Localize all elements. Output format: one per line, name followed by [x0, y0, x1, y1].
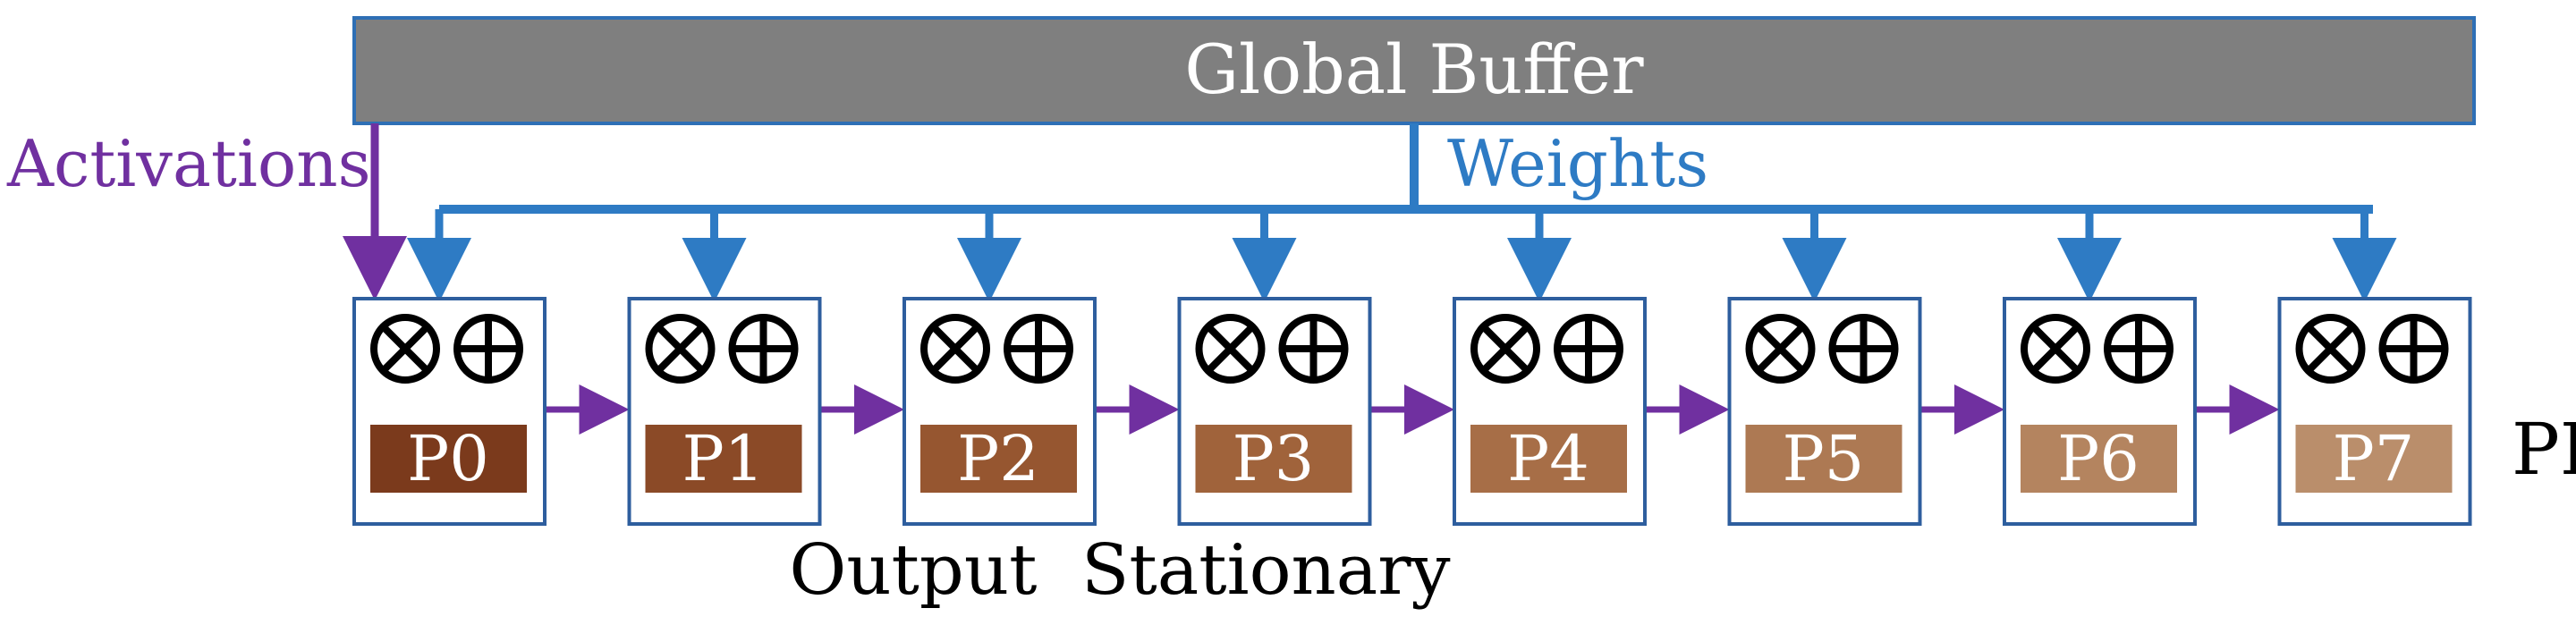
pe-label-box	[645, 425, 802, 493]
pe-label-box	[1470, 425, 1627, 493]
pe-7: P7	[2277, 297, 2472, 526]
pe-6: P6	[2003, 297, 2197, 526]
pe-name: P0	[407, 422, 489, 495]
add-icon	[1828, 314, 1899, 384]
dataflow-caption: Output Stationary	[789, 530, 1450, 611]
pe-label-box	[920, 425, 1077, 493]
multiply-icon	[645, 314, 716, 384]
multiply-icon	[920, 314, 990, 384]
pe-label-box	[1745, 425, 1902, 493]
pe-2: P2	[902, 297, 1097, 526]
multiply-icon	[370, 314, 440, 384]
pe-label-box	[1195, 425, 1352, 493]
multiply-icon	[1470, 314, 1540, 384]
activations-label: Activations	[6, 126, 371, 201]
multiply-icon	[1745, 314, 1816, 384]
multiply-icon	[2021, 314, 2090, 384]
add-icon	[1554, 314, 1623, 384]
pe-name: P5	[1783, 422, 1865, 495]
pe-0: P0	[352, 297, 547, 526]
pe-3: P3	[1177, 297, 1372, 526]
pe-name: P7	[2333, 422, 2415, 495]
multiply-icon	[1195, 314, 1266, 384]
pe-5: P5	[1727, 297, 1922, 526]
global-buffer	[352, 16, 2476, 125]
global-buffer-label: Global Buffer	[1184, 30, 1644, 109]
weights-drop-arrows	[407, 209, 2397, 302]
pe-label-box	[2295, 425, 2453, 493]
add-icon	[2378, 314, 2449, 384]
weights-label: Weights	[1447, 126, 1708, 201]
multiply-icon	[2295, 314, 2366, 384]
pe-1: P1	[627, 297, 822, 526]
add-icon	[453, 314, 523, 384]
pe-label-box	[2021, 425, 2177, 493]
pe-name: P1	[682, 422, 765, 495]
pe-name: P4	[1507, 422, 1589, 495]
pe-label: PE	[2512, 408, 2576, 491]
pe-4: P4	[1453, 297, 1647, 526]
pe-name: P2	[957, 422, 1039, 495]
pe-label-box	[370, 425, 527, 493]
pe-name: P6	[2057, 422, 2140, 495]
add-icon	[2104, 314, 2174, 384]
pe-array: P0 P1 P2 P3 P4 P5 P6 P7	[352, 297, 2472, 526]
add-icon	[728, 314, 799, 384]
pe-name: P3	[1233, 422, 1315, 495]
add-icon	[1004, 314, 1073, 384]
add-icon	[1278, 314, 1349, 384]
